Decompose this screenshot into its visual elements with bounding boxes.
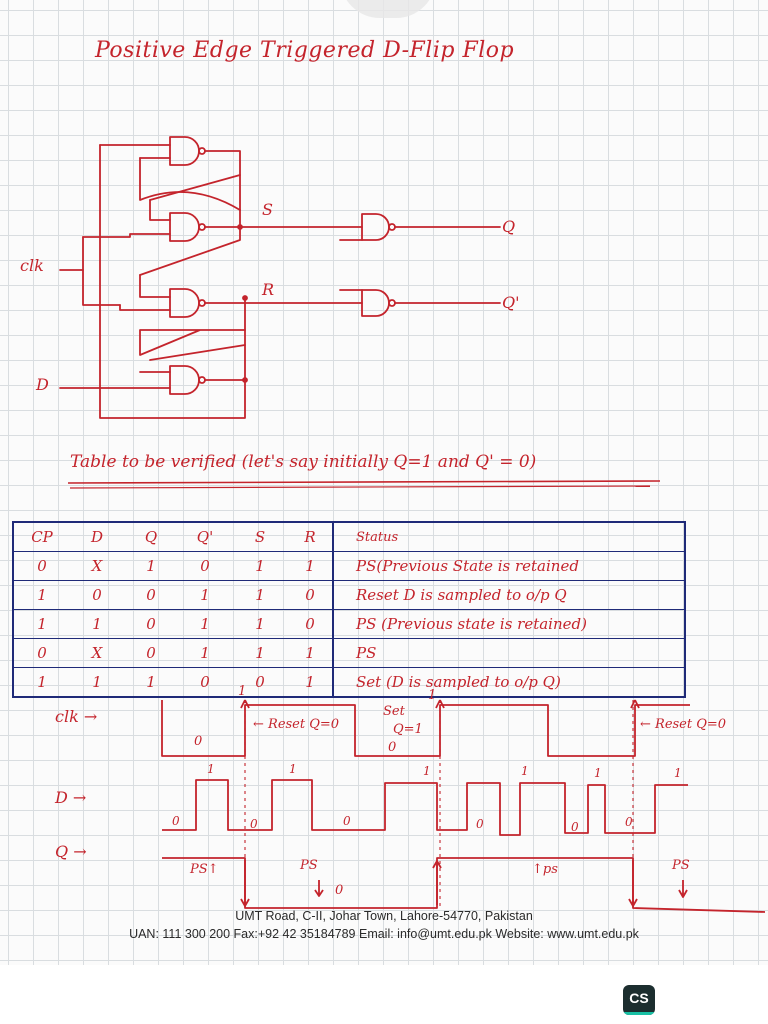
cell-s: 1 <box>232 638 288 668</box>
d-one-3: 1 <box>423 764 431 778</box>
cell-r: 0 <box>288 580 333 610</box>
annotation-ps-4: PS <box>672 858 690 873</box>
annotation-reset-a: ← Reset Q=0 <box>253 717 340 732</box>
cell-status: PS(Previous State is retained <box>332 551 685 581</box>
truth-table: CP D Q Q' S R Status 0 X 1 0 1 1 PS(Prev… <box>12 521 686 698</box>
cell-d: X <box>70 551 124 581</box>
header-qbar: Q' <box>178 522 232 552</box>
table-row: 1 1 1 0 0 1 Set (D is sampled to o/p Q) <box>13 667 685 698</box>
table-row: 1 0 0 1 1 0 Reset D is sampled to o/p Q <box>13 580 685 610</box>
cell-d: 1 <box>70 609 124 639</box>
clk-edge-one-a: 1 <box>238 684 247 699</box>
header-s: S <box>232 522 288 552</box>
cell-r: 1 <box>288 638 333 668</box>
cell-s: 1 <box>232 551 288 581</box>
d-zero-5: 0 <box>571 820 579 834</box>
cell-status: Reset D is sampled to o/p Q <box>332 580 685 610</box>
circuit-clk-label: clk <box>20 256 44 275</box>
cell-status: PS <box>332 638 685 668</box>
cell-qbar: 1 <box>178 638 232 668</box>
annotation-ps-1: PS↑ <box>190 862 219 877</box>
d-zero-1: 0 <box>172 814 180 828</box>
cell-q: 0 <box>124 580 178 610</box>
cell-status: Set (D is sampled to o/p Q) <box>332 667 685 698</box>
cell-qbar: 1 <box>178 580 232 610</box>
cell-qbar: 0 <box>178 551 232 581</box>
circuit-r-label: R <box>262 280 275 299</box>
header-status: Status <box>332 522 685 552</box>
cell-status: PS (Previous state is retained) <box>332 609 685 639</box>
cell-r: 1 <box>288 551 333 581</box>
clk-edge-one-b: 1 <box>428 688 437 703</box>
annotation-ps-3: ↑ps <box>532 862 558 877</box>
circuit-qbar-label: Q' <box>502 293 520 312</box>
clk-low-zero: 0 <box>194 734 203 749</box>
circuit-d-label: D <box>36 375 49 394</box>
d-zero-2: 0 <box>250 817 258 831</box>
cell-cp: 1 <box>13 580 70 610</box>
cell-d: 1 <box>70 667 124 698</box>
table-row: 0 X 1 0 1 1 PS(Previous State is retaine… <box>13 551 685 581</box>
header-q: Q <box>124 522 178 552</box>
annotation-set-q1: Q=1 <box>393 722 423 737</box>
cell-q: 1 <box>124 667 178 698</box>
d-zero-4: 0 <box>476 817 484 831</box>
table-header-row: CP D Q Q' S R Status <box>13 522 685 552</box>
table-row: 1 1 0 1 1 0 PS (Previous state is retain… <box>13 609 685 639</box>
d-one-4: 1 <box>521 764 529 778</box>
clk-low-zero-b: 0 <box>388 740 397 755</box>
cell-cp: 1 <box>13 609 70 639</box>
clk-waveform <box>161 700 690 757</box>
header-d: D <box>70 522 124 552</box>
timing-diagram <box>161 699 766 913</box>
cell-q: 0 <box>124 609 178 639</box>
annotation-set: Set <box>383 704 405 719</box>
d-zero-3: 0 <box>343 814 351 828</box>
cell-r: 0 <box>288 609 333 639</box>
d-waveform <box>162 779 688 836</box>
circuit-diagram <box>59 136 501 419</box>
cell-r: 1 <box>288 667 333 698</box>
cell-cp: 1 <box>13 667 70 698</box>
cell-cp: 0 <box>13 551 70 581</box>
header-r: R <box>288 522 333 552</box>
cell-s: 1 <box>232 580 288 610</box>
cell-q: 0 <box>124 638 178 668</box>
cell-qbar: 0 <box>178 667 232 698</box>
cell-qbar: 1 <box>178 609 232 639</box>
annotation-ps-2: PS <box>300 858 318 873</box>
footer-address: UMT Road, C-II, Johar Town, Lahore-54770… <box>235 909 533 923</box>
d-one-6: 1 <box>674 766 682 780</box>
table-row: 0 X 0 1 1 1 PS <box>13 638 685 668</box>
page-title: Positive Edge Triggered D-Flip Flop <box>95 38 515 63</box>
q-zero: 0 <box>335 883 344 898</box>
university-seal <box>340 0 436 18</box>
cell-q: 1 <box>124 551 178 581</box>
d-one-5: 1 <box>594 766 602 780</box>
cell-s: 1 <box>232 609 288 639</box>
cell-d: X <box>70 638 124 668</box>
circuit-s-label: S <box>262 200 273 219</box>
cell-s: 0 <box>232 667 288 698</box>
table-heading: Table to be verified (let's say initiall… <box>70 452 537 472</box>
d-one-1: 1 <box>207 762 215 776</box>
cell-cp: 0 <box>13 638 70 668</box>
timing-q-label: Q → <box>55 842 87 861</box>
timing-d-label: D → <box>55 788 87 807</box>
header-cp: CP <box>13 522 70 552</box>
heading-underline <box>67 480 661 489</box>
camscanner-logo: CS <box>623 985 655 1015</box>
circuit-q-label: Q <box>502 217 516 236</box>
cell-d: 0 <box>70 580 124 610</box>
footer-contact: UAN: 111 300 200 Fax:+92 42 35184789 Ema… <box>129 927 639 941</box>
d-zero-6: 0 <box>625 815 633 829</box>
annotation-reset-b: ← Reset Q=0 <box>640 717 727 732</box>
timing-clk-label: clk → <box>55 707 98 726</box>
d-one-2: 1 <box>289 762 297 776</box>
